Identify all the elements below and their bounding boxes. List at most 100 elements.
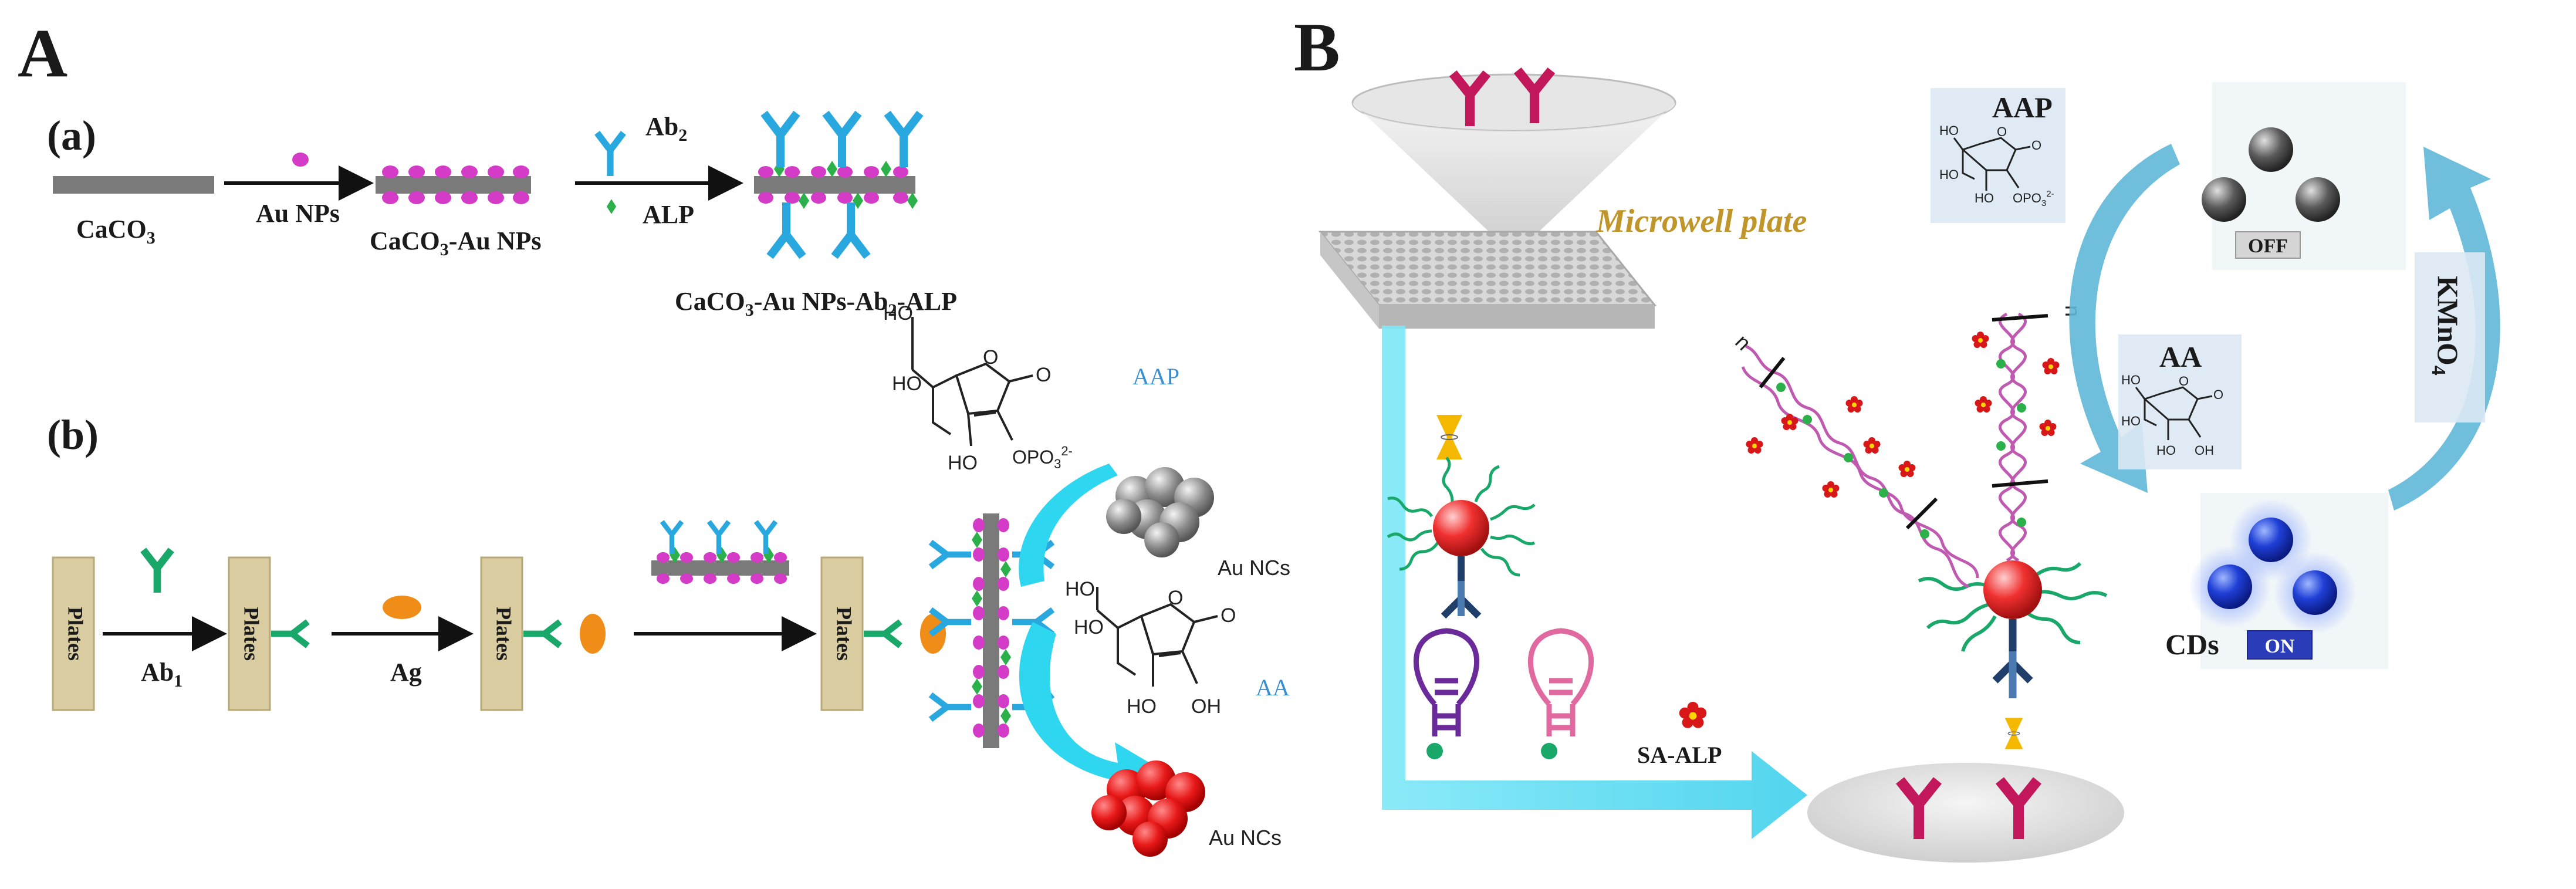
- aa-o-ring: O: [1168, 587, 1183, 609]
- svg-text:Plates: Plates: [240, 607, 263, 661]
- aa-b-ho2: HO: [2121, 414, 2141, 428]
- aa-label-b: AA: [2159, 340, 2202, 373]
- left-hourglass-antigen: [1436, 414, 1463, 460]
- kmno4-label: KMnO4: [2428, 276, 2465, 376]
- au-np-dot: [292, 153, 309, 167]
- on-label: ON: [2265, 636, 2295, 657]
- plate-4: Plates: [820, 556, 864, 711]
- plate2-antibody: [271, 622, 307, 646]
- plate3-antigen: [580, 614, 606, 654]
- aap-ho-bottom: HO: [948, 452, 978, 474]
- alp-flower-icon: [1679, 702, 1707, 728]
- ab1-label: Ab1: [141, 658, 182, 691]
- aap-b-ho3: HO: [1975, 191, 1994, 205]
- pink-hairpin-end: [1541, 743, 1557, 759]
- final-conjugate-label: CaCO3-Au NPs-Ab2-ALP: [675, 287, 957, 320]
- plate-3: Plates: [480, 556, 523, 711]
- alp-label: ALP: [643, 200, 694, 229]
- aap-label-a: AAP: [1133, 363, 1179, 390]
- sa-crescent-icon: [1649, 704, 1658, 723]
- aa-label-a: AA: [1256, 674, 1290, 701]
- ab2-label: Ab2: [645, 112, 687, 145]
- panel-b-letter: B: [1294, 9, 1340, 86]
- aa-ho-left: HO: [1074, 616, 1104, 638]
- off-state-dots: [2202, 82, 2406, 270]
- aa-ho-top: HO: [1065, 578, 1095, 600]
- aap-b-o2: O: [2031, 138, 2041, 153]
- aap-ho-top: HO: [883, 302, 913, 324]
- sublabel-a: (a): [47, 112, 96, 159]
- cyan-curve-arrow-a: [1019, 622, 1179, 810]
- aap-label-b: AAP: [1992, 91, 2053, 124]
- purple-hairpin-end: [1426, 743, 1443, 759]
- au-ncs-red-label: Au NCs: [1209, 826, 1282, 850]
- aap-structure-b: [1953, 137, 2031, 191]
- aap-molecule-structure: [911, 317, 1033, 447]
- aa-molecule-box: [2118, 334, 2242, 469]
- aap-b-ho2: HO: [1939, 167, 1959, 182]
- cycle-arrow-left: [2069, 144, 2180, 493]
- off-badge: [2235, 231, 2301, 259]
- purple-hairpin: [1413, 628, 1480, 736]
- caco3-au-np-rod: [376, 165, 531, 204]
- alp-diamond-icon: [606, 199, 617, 214]
- plate-1: Plates: [52, 556, 95, 711]
- cyan-l-arrow: [1382, 326, 1807, 839]
- aa-structure-b: [2135, 386, 2213, 440]
- aa-oh-bottom: OH: [1191, 695, 1221, 718]
- aap-o-ring: O: [983, 346, 998, 369]
- grey-au-ncs-cluster: [1106, 467, 1214, 557]
- aap-b-ho1: HO: [1939, 123, 1959, 138]
- sublabel-b: (b): [47, 411, 99, 458]
- aap-o-carbonyl: O: [1036, 364, 1051, 386]
- aa-molecule-structure: [1096, 587, 1218, 687]
- off-label: OFF: [2248, 235, 2288, 257]
- panel-a-letter: A: [18, 15, 67, 92]
- caco3-rod: [53, 176, 214, 194]
- ag-label: Ag: [390, 658, 422, 687]
- ag-antigen-icon: [383, 596, 421, 619]
- caco3-au-nps-label: CaCO3-Au NPs: [370, 227, 541, 259]
- aa-b-o2: O: [2213, 387, 2223, 402]
- on-badge: [2247, 630, 2313, 660]
- aap-b-opo3: OPO32-: [2013, 189, 2054, 208]
- au-ncs-grey-label: Au NCs: [1218, 556, 1290, 580]
- red-au-ncs-cluster: [1091, 760, 1205, 857]
- cds-label: CDs: [2165, 628, 2219, 661]
- microwell-plate: [1318, 231, 1657, 329]
- cone-top-ellipse: [1351, 73, 1676, 132]
- svg-text:Plates: Plates: [64, 607, 87, 661]
- au-nps-label: Au NPs: [256, 199, 340, 228]
- plate3-antibody: [523, 622, 560, 646]
- aap-b-o1: O: [1997, 124, 2007, 139]
- caco3-au-ab2-alp-conjugate: [754, 113, 920, 256]
- b-row-conjugate-icon: [651, 522, 789, 584]
- aap-ho-left: HO: [892, 373, 922, 395]
- well-base-disk: [1807, 763, 2124, 863]
- cyan-curve-top: [1019, 464, 1118, 587]
- aa-o-carbonyl: O: [1221, 604, 1236, 627]
- central-np-assembly: [1741, 312, 2108, 698]
- aa-ho-bottom: HO: [1127, 695, 1157, 718]
- center-hourglass-antigen: [2004, 717, 2024, 750]
- aap-molecule-box: [1931, 88, 2065, 223]
- ab2-antibody-icon: [597, 133, 624, 176]
- plate-2: Plates: [228, 556, 271, 711]
- sa-alp-label: SA-ALP: [1637, 742, 1722, 768]
- svg-text:Plates: Plates: [833, 607, 856, 661]
- svg-text:Plates: Plates: [492, 607, 516, 661]
- kmno4-box: [2415, 252, 2485, 422]
- plate4-sandwich: [864, 513, 1053, 748]
- aa-b-o1: O: [2179, 374, 2189, 388]
- left-np-probe: [1387, 457, 1536, 619]
- cone-body: [1353, 103, 1675, 255]
- microwell-label: Microwell plate: [1595, 203, 1807, 239]
- aap-opo3: OPO32-: [1012, 444, 1073, 471]
- aa-b-ho3: HO: [2156, 443, 2176, 458]
- pink-hairpin: [1527, 628, 1594, 736]
- aa-b-ho1: HO: [2121, 373, 2141, 387]
- aa-b-oh: OH: [2195, 443, 2214, 458]
- ab1-antibody-icon: [143, 550, 171, 593]
- caco3-label: CaCO3: [76, 215, 155, 248]
